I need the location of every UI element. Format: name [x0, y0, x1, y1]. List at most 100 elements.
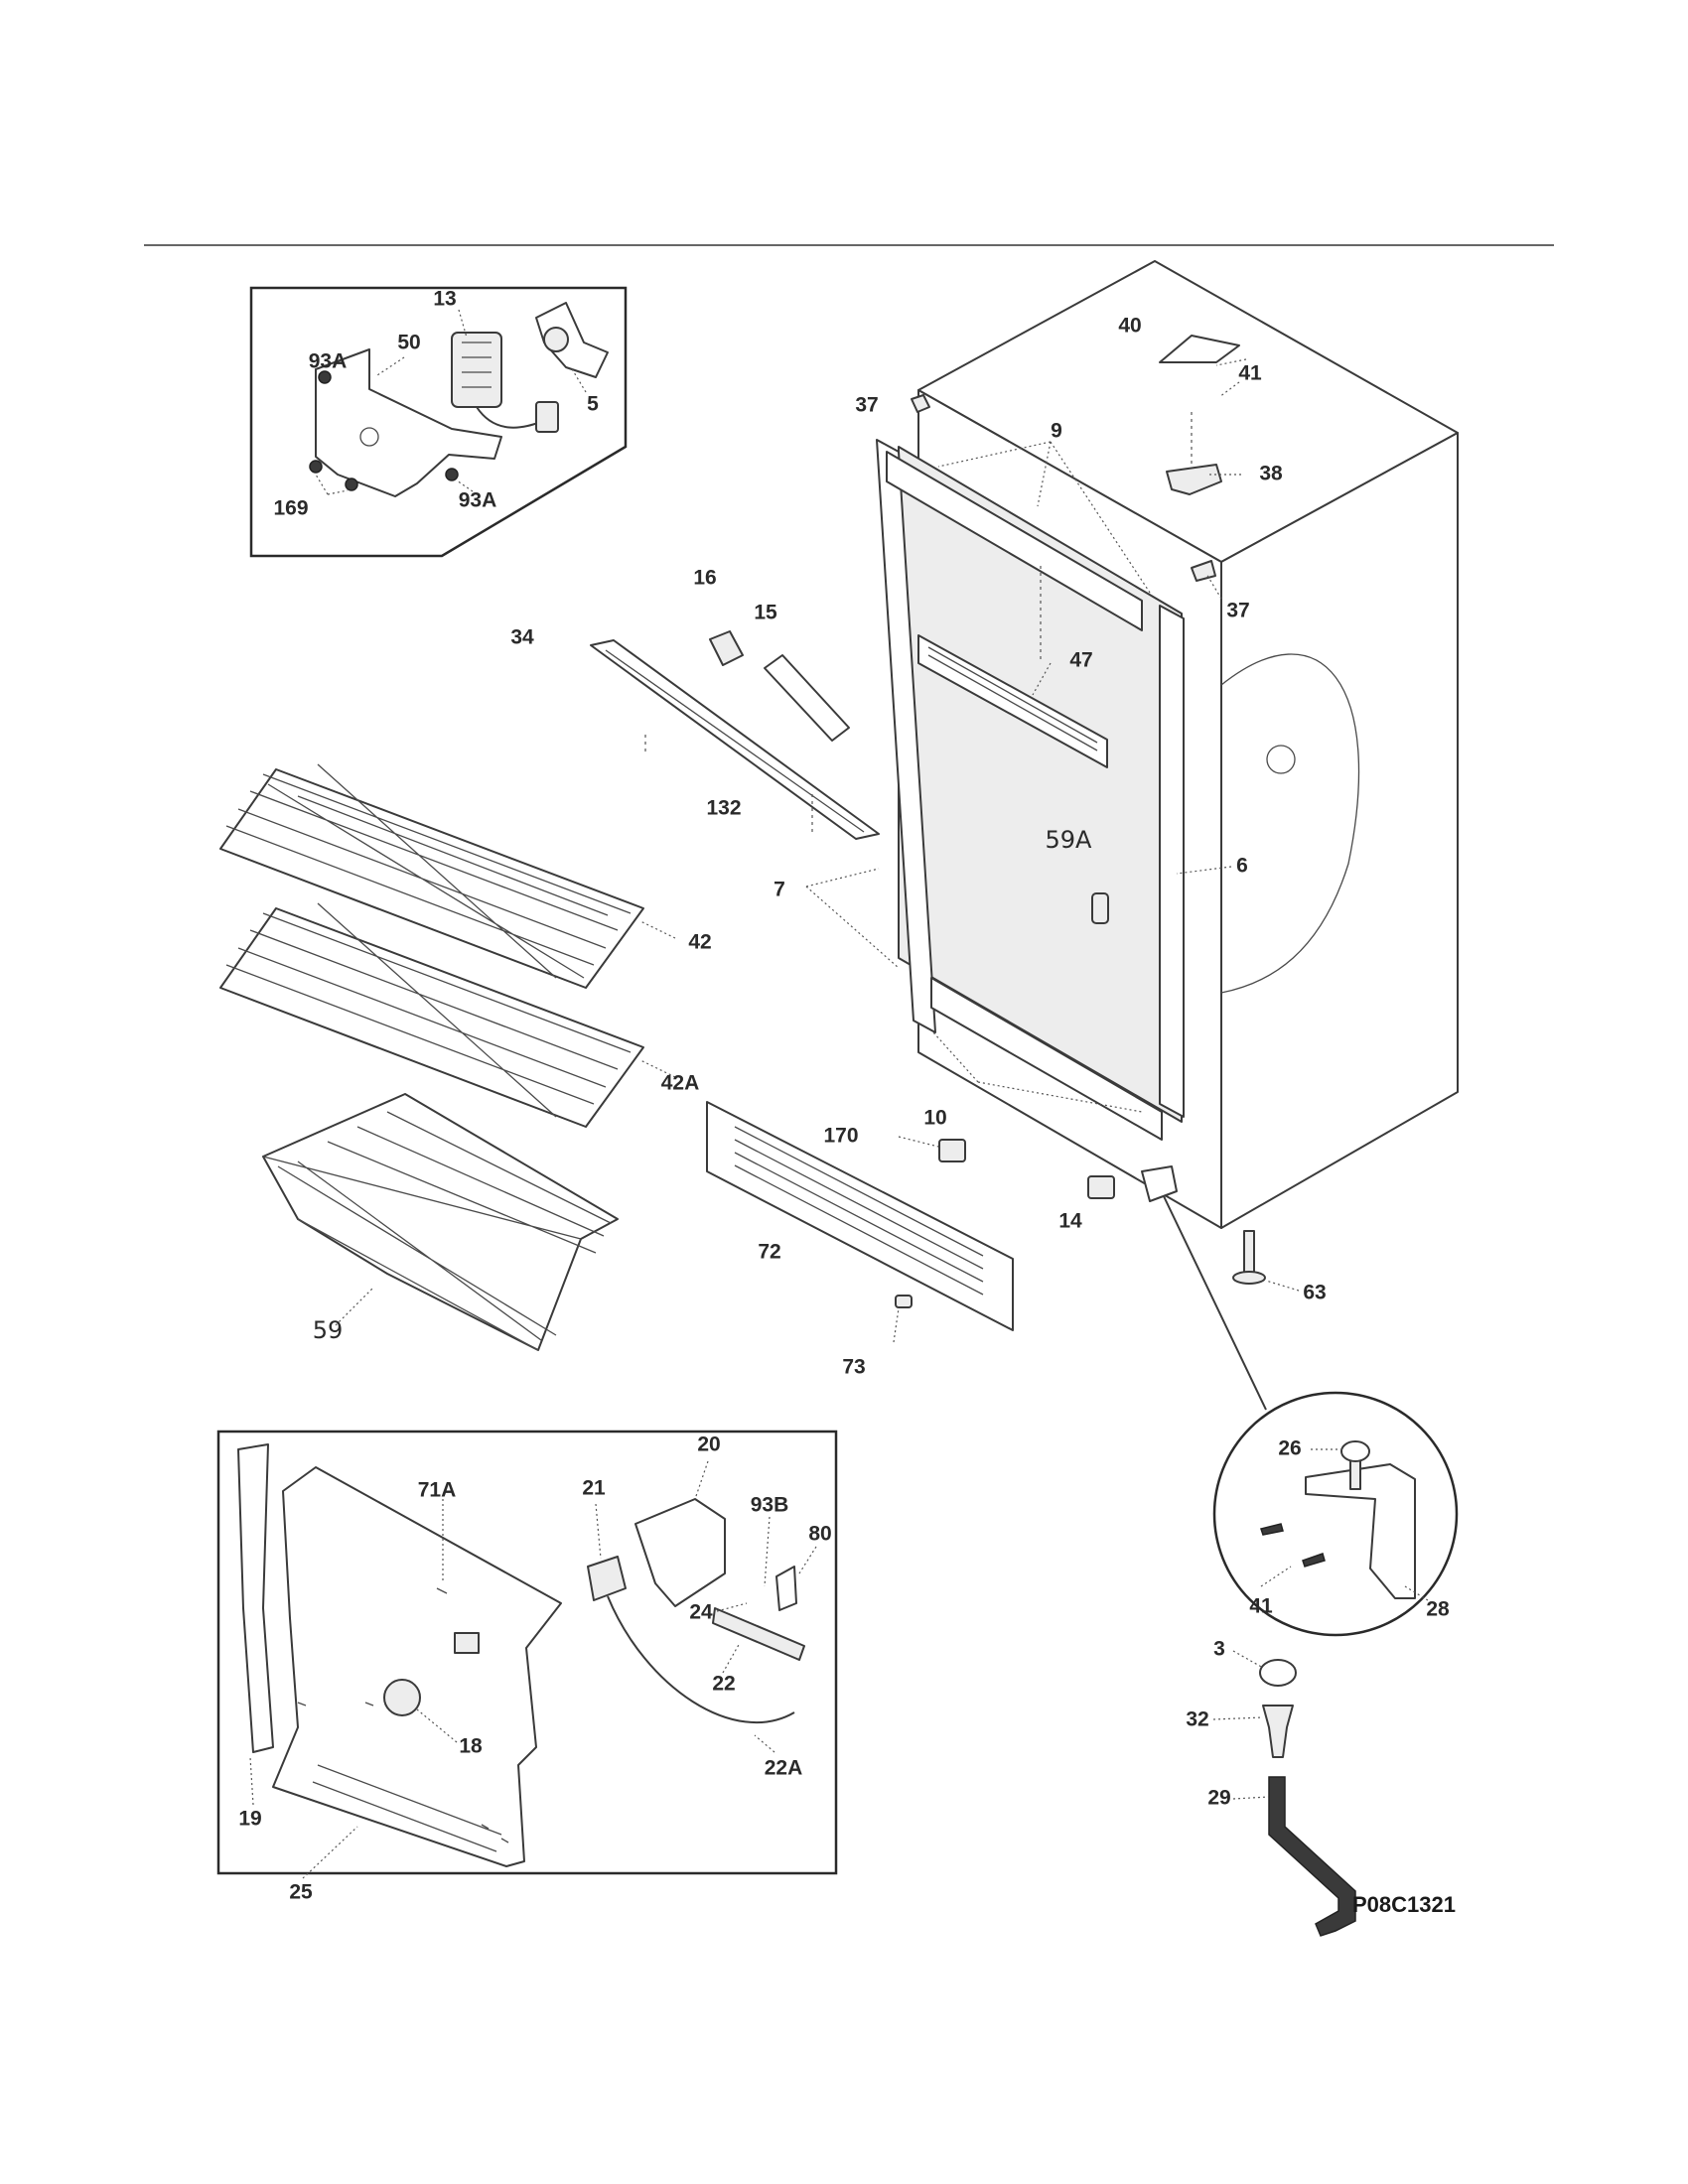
hinge-cover-40	[1159, 335, 1240, 363]
callout-32: 32	[1186, 1708, 1208, 1731]
callout-26: 26	[1278, 1437, 1301, 1460]
door-liner-top	[886, 451, 1143, 631]
clip-59a	[1091, 892, 1109, 924]
bushing-32	[1262, 1705, 1294, 1758]
inset-fan-motor-frame	[249, 286, 628, 558]
leveler-63	[1243, 1230, 1255, 1274]
callout-59a: 59A	[1046, 826, 1093, 854]
callout-41-top: 41	[1238, 362, 1262, 385]
callout-40: 40	[1118, 315, 1141, 338]
callout-25: 25	[289, 1881, 313, 1904]
shelf-42a	[219, 907, 644, 1128]
light-socket-18	[383, 1679, 421, 1716]
callout-15: 15	[754, 602, 777, 624]
callout-50: 50	[397, 332, 420, 354]
callout-22a: 22A	[765, 1757, 803, 1780]
callout-7: 7	[774, 879, 785, 901]
figure-code: P08C1321	[1352, 1892, 1456, 1917]
inset-evaporator-cover: 20 21 71A 93B 80 24 22 18 22A 19 25	[216, 1430, 838, 1904]
callout-41-bottom: 41	[1249, 1595, 1273, 1618]
callout-72: 72	[758, 1241, 780, 1264]
callout-6: 6	[1236, 855, 1248, 878]
fan-bracket	[315, 348, 502, 497]
callout-19: 19	[238, 1808, 261, 1831]
thermostat-16	[709, 630, 744, 666]
inset-evaporator-frame	[216, 1430, 838, 1875]
fan-connector	[535, 401, 559, 433]
callout-37-b: 37	[1226, 600, 1249, 622]
drain-tube-15	[764, 654, 850, 742]
cabinet-assembly: 40 41 37 9 38 37 16 15 34 47 132 59A 7 6…	[510, 260, 1459, 1411]
plug-73	[895, 1295, 913, 1308]
screw-169-b	[345, 478, 358, 491]
callout-37-a: 37	[855, 394, 878, 417]
callout-93a-top: 93A	[309, 350, 348, 373]
switch-170	[938, 1139, 966, 1162]
door-liner-left	[876, 439, 936, 1033]
callout-170: 170	[823, 1125, 858, 1148]
condenser-outline	[1220, 653, 1360, 994]
callout-42a: 42A	[661, 1072, 700, 1095]
handle-29	[1268, 1776, 1356, 1937]
callout-18: 18	[459, 1735, 483, 1758]
shelf-42	[219, 768, 644, 989]
evaporator-cover-25	[272, 1466, 562, 1867]
basket-59	[262, 1093, 619, 1351]
callout-29: 29	[1207, 1787, 1230, 1810]
callout-47: 47	[1069, 649, 1092, 672]
cap-37-right	[1191, 560, 1216, 582]
defrost-timer-21	[587, 1556, 627, 1601]
bracket-22	[712, 1607, 805, 1661]
hinge-detail-circle	[1212, 1391, 1459, 1637]
callout-80: 80	[808, 1523, 831, 1546]
callout-28: 28	[1426, 1598, 1450, 1621]
callout-93a-bottom: 93A	[459, 489, 497, 512]
switch-14	[1087, 1175, 1115, 1199]
callout-34: 34	[510, 626, 534, 649]
cap-37-left	[911, 394, 930, 413]
cabinet-side	[1220, 432, 1459, 1229]
callout-38: 38	[1259, 463, 1283, 485]
callout-14: 14	[1058, 1210, 1082, 1233]
callout-59: 59	[313, 1316, 344, 1344]
screw-93a-upper	[318, 370, 332, 384]
callout-21: 21	[582, 1477, 606, 1500]
callout-93b: 93B	[751, 1494, 789, 1517]
inset-fan-motor: 13 93A 50 5 169 93A	[249, 286, 628, 558]
wire-shelves: 42 42A 59	[219, 763, 712, 1351]
screw-41-a	[1260, 1523, 1284, 1536]
callout-24: 24	[689, 1601, 713, 1624]
cap-3	[1259, 1659, 1297, 1687]
callout-9: 9	[1051, 420, 1062, 443]
callout-20: 20	[697, 1433, 720, 1456]
toe-grille-72	[706, 1101, 1014, 1331]
bracket-80	[775, 1566, 797, 1611]
callout-22: 22	[712, 1673, 735, 1696]
door-handle: 3 32 29	[1186, 1638, 1356, 1937]
screw-41-b	[1302, 1553, 1326, 1568]
bottom-hinge-leader	[1163, 1195, 1267, 1411]
callout-16: 16	[693, 567, 716, 590]
callout-71a: 71A	[418, 1479, 457, 1502]
callout-42: 42	[688, 931, 711, 954]
callout-3: 3	[1213, 1638, 1225, 1661]
wire-22a	[607, 1595, 795, 1723]
callout-5: 5	[587, 393, 599, 416]
hinge-detail: 26 41 28	[1212, 1391, 1459, 1637]
hinge-plate-top	[1166, 464, 1222, 495]
callout-63: 63	[1303, 1282, 1326, 1304]
cover-20	[634, 1498, 726, 1607]
door-liner-bottom	[930, 977, 1163, 1141]
door-liner-right	[1159, 605, 1185, 1118]
hinge-28	[1305, 1463, 1416, 1599]
callout-132: 132	[706, 797, 741, 820]
screw-169-a	[309, 460, 323, 474]
callout-13: 13	[433, 288, 456, 311]
callout-73: 73	[842, 1356, 865, 1379]
screw-93a-lower	[445, 468, 459, 481]
callout-169: 169	[273, 497, 308, 520]
gasket-strip-19	[237, 1443, 274, 1753]
hinge-bracket-bottom	[1141, 1165, 1178, 1202]
fan-motor	[451, 332, 502, 408]
